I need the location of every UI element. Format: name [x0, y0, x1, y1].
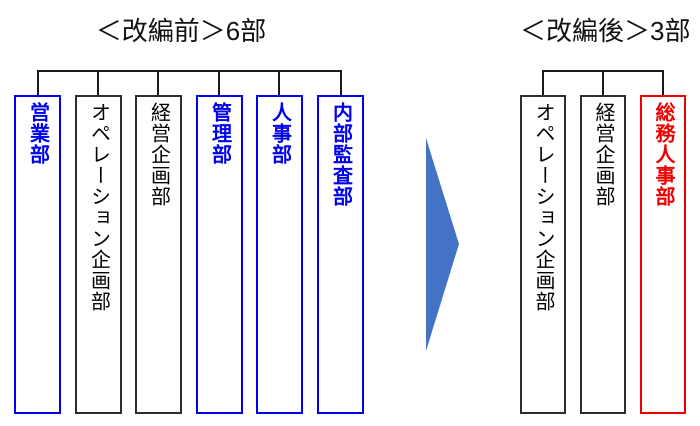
before-connector-stub: [157, 70, 159, 96]
before-connector-stub: [97, 70, 99, 96]
dept-box-corporate-planning-after: 経営企画部: [580, 95, 626, 414]
dept-box-corporate-planning: 経営企画部: [135, 95, 182, 414]
dept-label: オペレーション企画部: [532, 102, 554, 312]
after-title: ＜改編後＞3部: [520, 16, 691, 46]
after-connector-stub: [662, 70, 664, 96]
dept-box-internal-audit: 内部監査部: [317, 95, 364, 414]
after-connector-stub: [542, 70, 544, 96]
before-connector-horizontal: [37, 70, 342, 72]
dept-label: 経営企画部: [592, 102, 614, 207]
dept-label: 経営企画部: [147, 102, 170, 207]
dept-box-operation-planning-after: オペレーション企画部: [520, 95, 566, 414]
transition-arrow-icon: [426, 138, 459, 351]
dept-label: 管理部: [208, 102, 231, 165]
after-connector-stub: [602, 70, 604, 96]
right-arrow-shape: [426, 138, 459, 351]
dept-box-operation-planning: オペレーション企画部: [75, 95, 122, 414]
dept-label: 営業部: [26, 102, 49, 165]
before-title: ＜改編前＞6部: [95, 16, 267, 46]
dept-box-administration: 管理部: [196, 95, 243, 414]
dept-box-general-affairs-hr: 総務人事部: [640, 95, 686, 414]
dept-label: 内部監査部: [329, 102, 352, 207]
dept-label: 人事部: [268, 102, 291, 165]
before-connector-stub: [37, 70, 39, 96]
before-connector-stub: [218, 70, 220, 96]
dept-label: オペレーション企画部: [87, 102, 110, 312]
before-connector-stub: [278, 70, 280, 96]
dept-label: 総務人事部: [652, 102, 674, 207]
dept-box-hr: 人事部: [256, 95, 303, 414]
before-connector-stub: [340, 70, 342, 96]
dept-box-sales: 営業部: [14, 95, 61, 414]
